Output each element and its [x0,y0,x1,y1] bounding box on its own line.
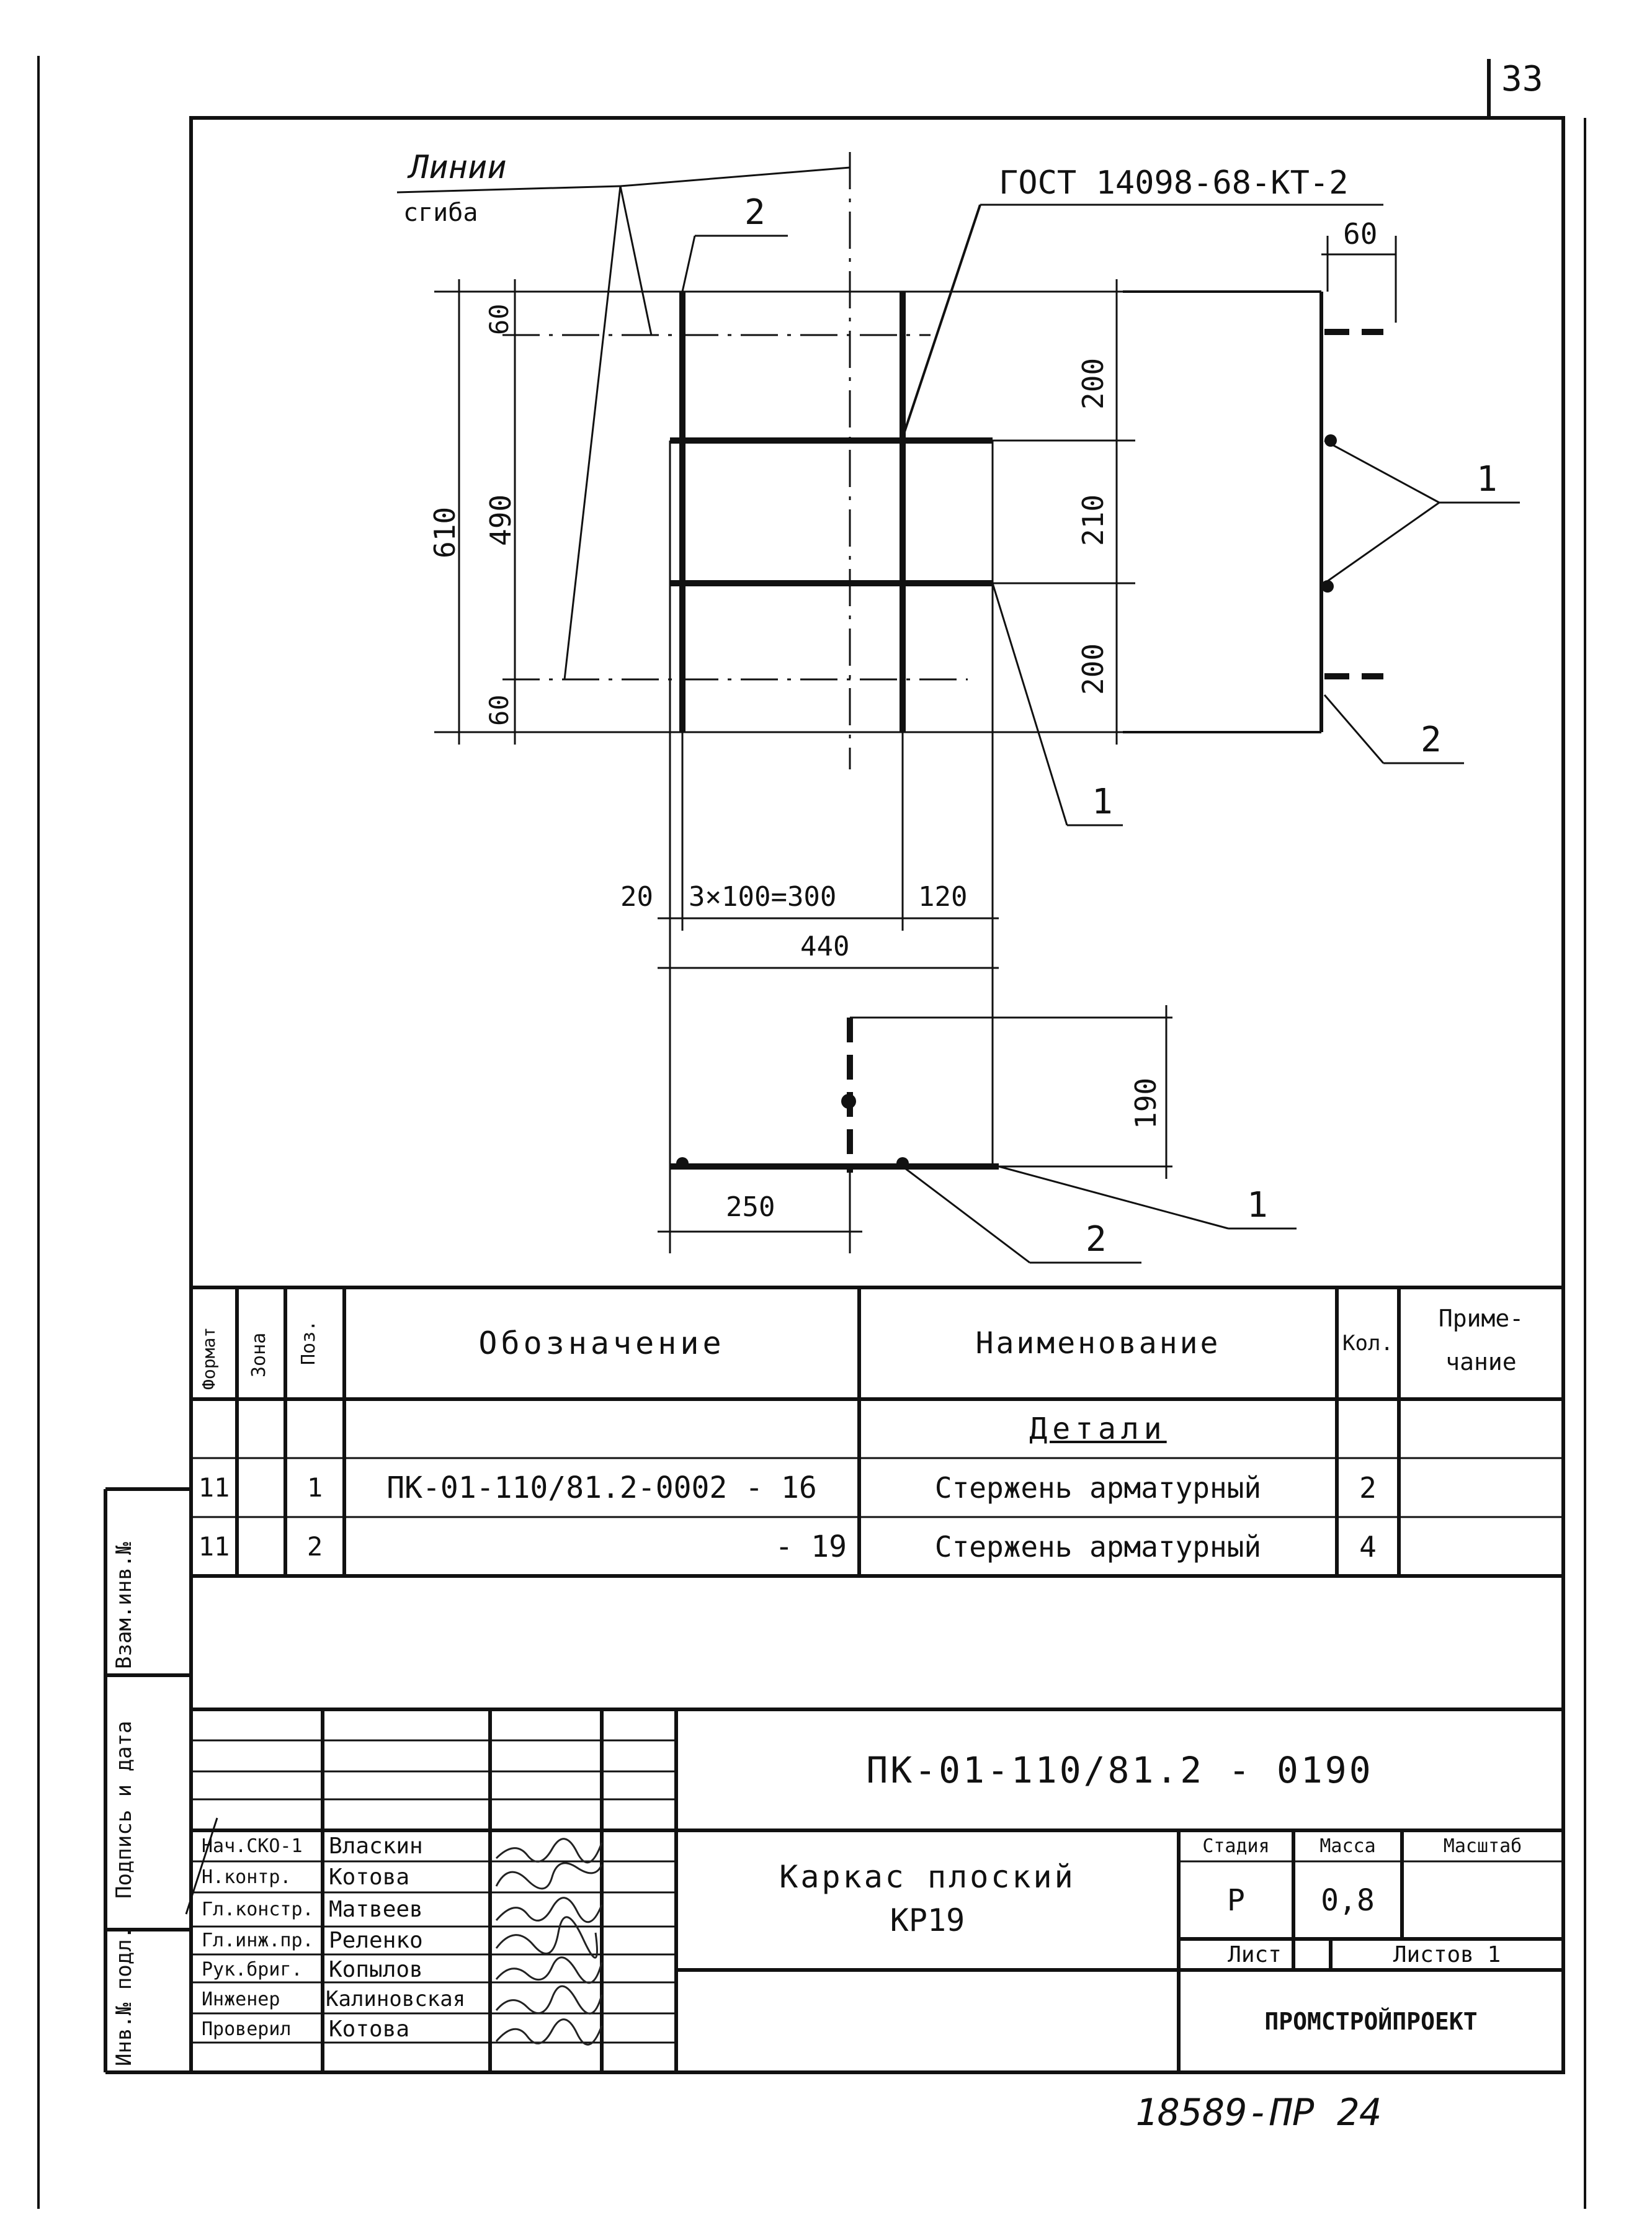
signer-name: Калиновская [326,1987,466,2012]
dim-20: 20 [620,881,653,913]
header-note-1: Приме- [1438,1305,1524,1332]
row2-qty: 4 [1359,1529,1377,1564]
row2-pos: 2 [306,1531,323,1562]
dim-250: 250 [726,1191,775,1223]
callout-2-bottom: 2 [1086,1219,1107,1260]
row1-name: Стержень арматурный [934,1470,1262,1505]
sheets-label: Листов 1 [1393,1941,1501,1967]
header-name: Наименование [975,1326,1221,1361]
signer-role: Н.контр. [202,1866,292,1888]
signer-role: Гл.инж.пр. [202,1930,314,1951]
signer-name: Реленко [329,1928,423,1953]
bend-lines-label: Линии [409,149,507,186]
dim-60-top-right: 60 [1343,217,1378,251]
header-designation: Обозначение [478,1325,725,1361]
callout-1-right: 1 [1476,459,1498,499]
signer-role: Нач.СКО-1 [202,1835,303,1857]
row1-format: 11 [198,1472,230,1503]
header-note-2: чание [1445,1348,1517,1376]
signer-name: Матвеев [329,1897,423,1922]
callout-2-top: 2 [744,192,766,233]
signer-name: Котова [329,1864,410,1890]
title-line-1: Каркас плоский [779,1859,1076,1895]
callout-2-right: 2 [1421,720,1442,760]
sheet-label: Лист [1228,1941,1282,1967]
dim-120: 120 [918,881,968,913]
row1-pos: 1 [306,1472,323,1503]
bend-lines-label-2: сгиба [403,199,478,227]
bottom-code: 18589-ПР 24 [1135,2091,1382,2134]
signer-role: Проверил [202,2018,292,2040]
page-number: 33 [1501,59,1543,99]
signer-name: Котова [329,2016,410,2042]
section-title: Детали [1029,1411,1167,1446]
gost-label: ГОСТ 14098-68-КТ-2 [999,164,1349,202]
row2-designation: - 19 [775,1529,847,1564]
org-name: ПРОМСТРОЙПРОЕКТ [1264,2007,1478,2035]
row2-name: Стержень арматурный [934,1529,1262,1564]
callout-1-mid: 1 [1092,782,1113,822]
mass-value: 0,8 [1321,1882,1375,1918]
row2-format: 11 [198,1531,230,1562]
dim-300: 3×100=300 [689,881,837,913]
signer-name: Власкин [329,1833,423,1859]
signer-role: Гл.констр. [202,1899,314,1920]
stage-label: Стадия [1202,1835,1270,1857]
stage-value: Р [1227,1882,1245,1918]
row1-qty: 2 [1359,1470,1377,1505]
signer-role: Рук.бриг. [202,1959,303,1981]
doc-code: ПК-01-110/81.2 - 0190 [866,1748,1373,1791]
signer-name: Копылов [329,1957,423,1982]
title-line-2: КР19 [890,1902,965,1938]
row1-designation: ПК-01-110/81.2-0002 - 16 [386,1470,817,1505]
mass-label: Масса [1319,1835,1376,1857]
header-qty: Кол. [1342,1331,1393,1356]
signer-role: Инженер [202,1989,280,2010]
dim-440: 440 [800,931,850,962]
callout-1-bottom: 1 [1247,1185,1268,1225]
scale-label: Масштаб [1443,1835,1522,1857]
